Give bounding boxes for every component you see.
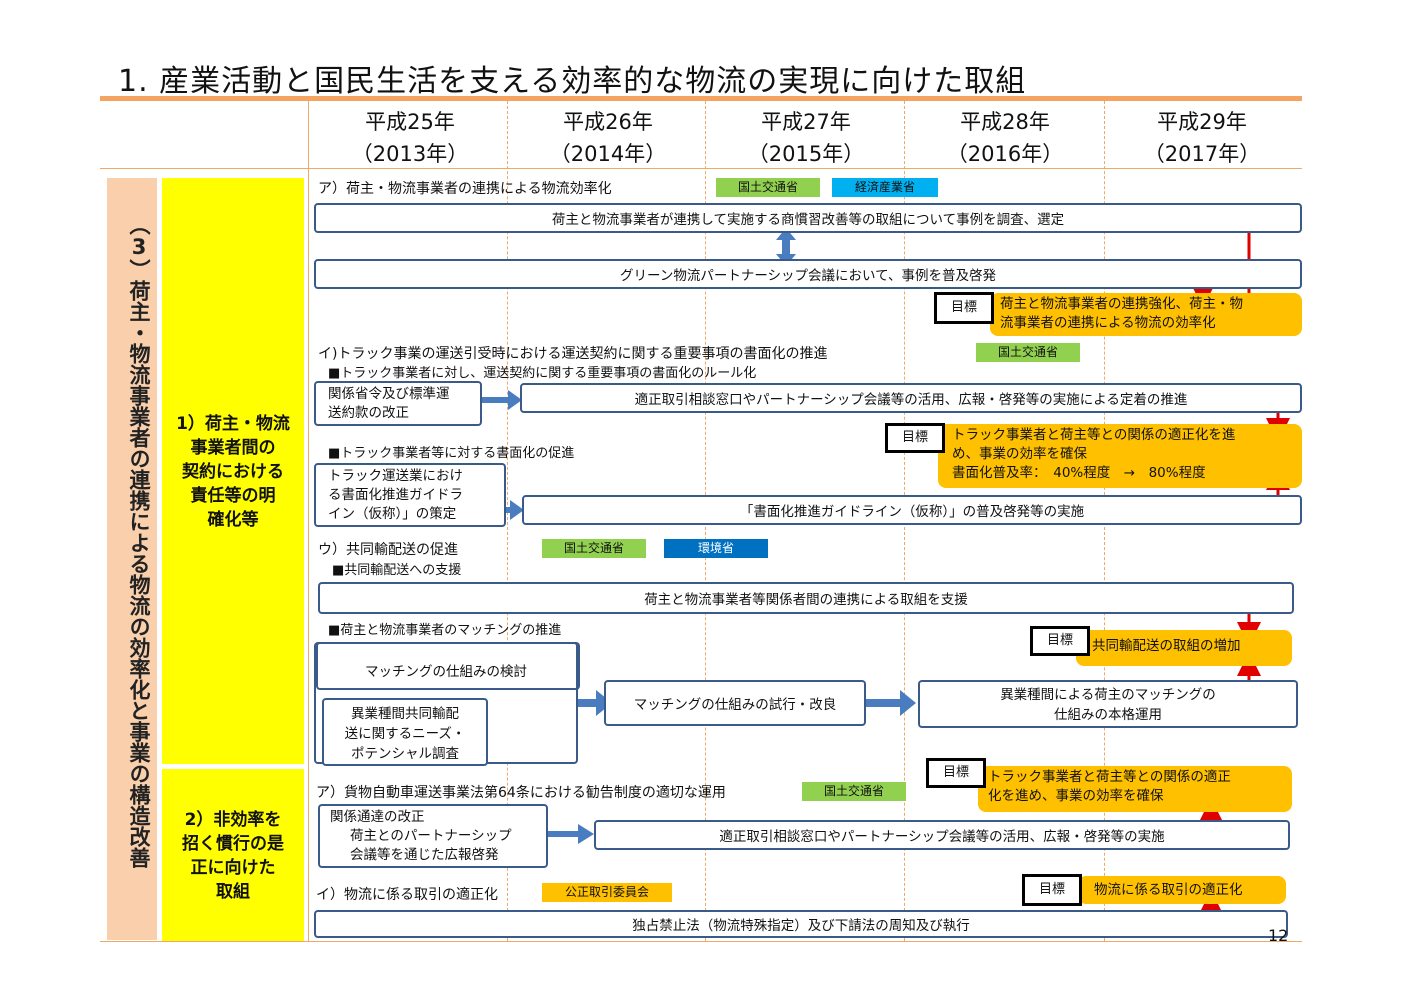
year-header: 平成26年（2014年）	[549, 110, 667, 166]
ministry-tag: 国土交通省	[542, 539, 646, 558]
goal-marker: 目標	[1022, 874, 1082, 906]
ministry-tag: 国土交通省	[802, 782, 906, 801]
goal-box: 荷主と物流事業者の連携強化、荷主・物流事業者の連携による物流の効率化	[990, 293, 1302, 336]
year-header: 平成28年（2016年）	[946, 110, 1064, 166]
task-box: 適正取引相談窓口やパートナーシップ会議等の活用、広報・啓発等の実施	[594, 820, 1290, 850]
inner-box	[316, 642, 580, 690]
year-divider	[507, 101, 508, 941]
goal-box: 物流に係る取引の適正化	[1078, 876, 1286, 904]
section-i-heading: イ)トラック事業の運送引受時における運送契約に関する重要事項の書面化の推進	[318, 346, 828, 362]
goal-box: トラック事業者と荷主等との関係の適正化を進め、事業の効率を確保	[978, 766, 1292, 812]
task-box: 独占禁止法（物流特殊指定）及び下請法の周知及び執行	[314, 910, 1288, 938]
category-2-label: 2）非効率を招く慣行の是正に向けた取組	[182, 810, 284, 902]
ministry-tag: 国土交通省	[976, 343, 1080, 362]
sub-heading: ■トラック事業者等に対する書面化の促進	[328, 446, 575, 461]
goal-box: 共同輸配送の取組の増加	[1076, 630, 1292, 666]
category-1-label: 1）荷主・物流事業者間の契約における責任等の明確化等	[176, 414, 290, 530]
header-divider	[100, 168, 1302, 169]
goal-box: トラック事業者と荷主等との関係の適正化を進め、事業の効率を確保書面化普及率： 4…	[938, 424, 1302, 488]
col-divider	[308, 101, 309, 941]
ministry-tag: 公正取引委員会	[542, 883, 672, 902]
ministry-tag: 経済産業省	[832, 178, 938, 197]
goal-marker: 目標	[926, 758, 986, 788]
task-box: 関係省令及び標準運送約款の改正	[314, 381, 482, 426]
page-number: 12	[1268, 926, 1289, 945]
year-header: 平成27年（2015年）	[747, 110, 865, 166]
ministry-tag: 国土交通省	[716, 178, 820, 197]
category-main-label: （3）荷主・物流事業者の連携による物流の効率化と事業の構造改善	[127, 214, 151, 868]
task-box: 適正取引相談窓口やパートナーシップ会議等の活用、広報・啓発等の実施による定着の推…	[520, 383, 1302, 413]
category-2-cell	[162, 769, 304, 941]
task-box: 異業種間共同輸配送に関するニーズ・ポテンシャル調査	[322, 698, 488, 766]
ministry-tag: 環境省	[664, 539, 768, 558]
section-i2-heading: イ）物流に係る取引の適正化	[316, 887, 498, 903]
task-box: グリーン物流パートナーシップ会議において、事例を普及啓発	[314, 259, 1302, 289]
section-b2-heading: ア）貨物自動車運送事業法第64条における勧告制度の適切な運用	[316, 785, 726, 801]
task-box: マッチングの仕組みの試行・改良	[604, 680, 866, 726]
task-box: 荷主と物流事業者が連携して実施する商慣習改善等の取組について事例を調査、選定	[314, 203, 1302, 233]
category-1-cell	[162, 178, 304, 764]
sub-heading: ■共同輸配送への支援	[332, 563, 462, 578]
right-arrow-icon	[866, 690, 916, 716]
task-box: 関係通達の改正荷主とのパートナーシップ会議等を通じた広報啓発	[318, 804, 548, 868]
sub-heading: ■荷主と物流事業者のマッチングの推進	[328, 623, 562, 638]
right-arrow-icon	[480, 390, 522, 410]
right-arrow-icon	[548, 824, 594, 844]
page-title: 1. 産業活動と国民生活を支える効率的な物流の実現に向けた取組	[118, 64, 1027, 99]
section-a-heading: ア）荷主・物流事業者の連携による物流効率化	[318, 181, 612, 197]
goal-marker: 目標	[885, 423, 945, 453]
year-header: 平成25年（2013年）	[351, 110, 469, 166]
goal-marker: 目標	[1030, 626, 1090, 656]
goal-marker: 目標	[934, 292, 994, 324]
title-underline	[100, 96, 1302, 101]
task-box: 荷主と物流事業者等関係者間の連携による取組を支援	[318, 582, 1294, 614]
task-box: 異業種間による荷主のマッチングの仕組みの本格運用	[918, 680, 1298, 728]
task-box: 「書面化推進ガイドライン（仮称）」の普及啓発等の実施	[522, 495, 1302, 525]
bottom-divider	[100, 941, 1302, 942]
section-u-heading: ウ）共同輸配送の促進	[318, 542, 458, 558]
task-box: トラック運送業における書面化推進ガイドライン（仮称）」の策定	[314, 463, 506, 527]
year-header: 平成29年（2017年）	[1143, 110, 1261, 166]
category-column	[107, 178, 157, 940]
sub-heading: ■トラック事業者に対し、運送契約に関する重要事項の書面化のルール化	[328, 366, 757, 381]
